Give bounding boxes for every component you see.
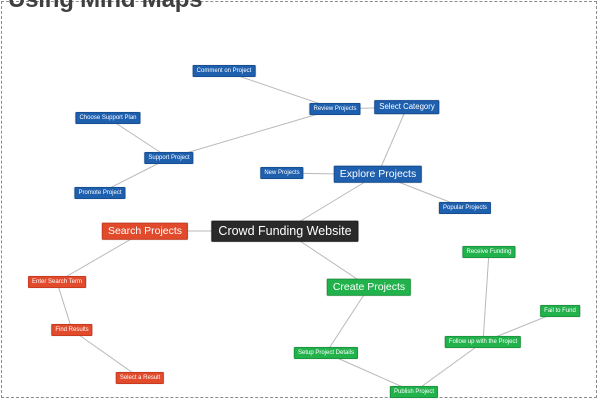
- link-setup-publish: [325, 352, 415, 393]
- link-explore-category: [377, 106, 408, 175]
- node-fail-to-fund[interactable]: Fail to Fund: [540, 305, 580, 317]
- link-publish-follow: [413, 341, 484, 393]
- link-enter-find: [56, 281, 73, 331]
- node-select-category[interactable]: Select Category: [374, 100, 440, 114]
- link-follow-receive: [482, 251, 490, 343]
- link-review-support: [168, 108, 336, 159]
- link-review-comment: [223, 70, 336, 110]
- node-support-project[interactable]: Support Project: [144, 152, 194, 164]
- link-support-choose: [107, 117, 170, 159]
- node-receive-funding[interactable]: Receive Funding: [462, 246, 516, 258]
- node-promote-project[interactable]: Promote Project: [74, 187, 126, 199]
- node-publish-project[interactable]: Publish Project: [389, 386, 439, 398]
- page-title: Using Mind Maps: [8, 0, 203, 14]
- node-setup-project-details[interactable]: Setup Project Details: [293, 347, 359, 359]
- node-choose-support-plan[interactable]: Choose Support Plan: [75, 112, 141, 124]
- node-new-projects[interactable]: New Projects: [260, 167, 304, 179]
- node-explore-projects[interactable]: Explore Projects: [333, 165, 423, 183]
- node-create-projects[interactable]: Create Projects: [326, 278, 412, 296]
- node-select-a-result[interactable]: Select a Result: [115, 372, 165, 384]
- node-review-projects[interactable]: Review Projects: [309, 103, 361, 115]
- central-node[interactable]: Crowd Funding Website: [211, 220, 359, 242]
- node-popular-projects[interactable]: Popular Projects: [438, 202, 492, 214]
- node-search-projects[interactable]: Search Projects: [101, 222, 189, 240]
- node-comment-on-project[interactable]: Comment on Project: [192, 65, 256, 77]
- node-enter-search-term[interactable]: Enter Search Term: [28, 276, 86, 288]
- link-create-setup: [325, 286, 370, 354]
- node-find-results[interactable]: Find Results: [51, 324, 93, 336]
- node-follow-up-with-project[interactable]: Follow up with the Project: [444, 336, 522, 348]
- link-find-select-result: [71, 329, 141, 379]
- link-search-enter: [56, 230, 146, 283]
